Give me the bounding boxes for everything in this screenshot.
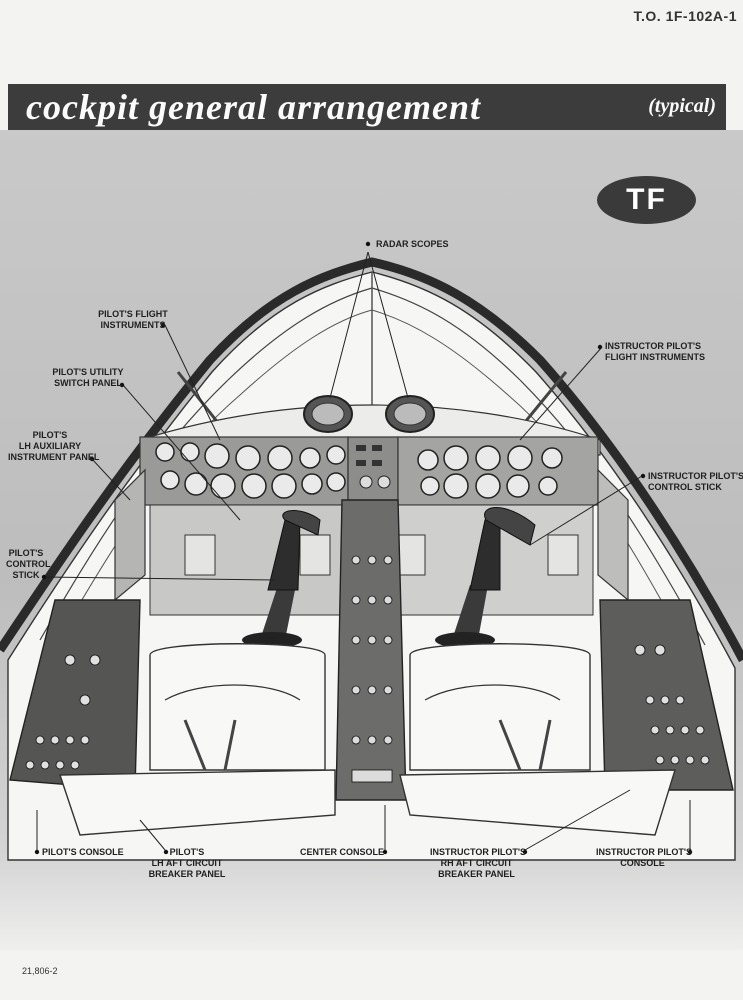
pilot-console-knobs [25,654,101,770]
callout-instructor-rh-aft-cb-panel: INSTRUCTOR PILOT'S RH AFT CIRCUIT BREAKE… [430,847,526,879]
lh-auxiliary-panel [114,468,146,602]
callout-pilots-utility-switch-panel: PILOT'S UTILITY SWITCH PANEL [52,367,124,388]
rh-auxiliary-panel [597,468,629,602]
pilot-pedal-left [184,534,216,576]
variant-badge: TF [597,176,696,224]
center-console-body [335,499,407,801]
figure-number: 21,806-2 [22,966,58,976]
callout-instructor-console: INSTRUCTOR PILOT'S CONSOLE [596,847,692,868]
instructor-control-stick [435,507,536,648]
callout-pilots-console: PILOT'S CONSOLE [42,847,124,857]
pilot-seat [59,643,336,836]
document-number: T.O. 1F-102A-1 [633,8,737,24]
pilot-pedal-right [299,534,331,576]
callout-radar-scopes: RADAR SCOPES [376,239,449,249]
page-title: cockpit general arrangement [26,87,481,127]
callout-instructor-flight-instruments: INSTRUCTOR PILOT'S FLIGHT INSTRUMENTS [605,341,705,362]
radar-scope-left [303,395,353,433]
instructor-console-knobs [634,644,710,765]
instructor-gauges [417,445,563,499]
callout-pilots-lh-aft-cb-panel: PILOT'S LH AFT CIRCUIT BREAKER PANEL [148,847,226,879]
callout-center-console: CENTER CONSOLE [300,847,385,857]
callout-pilots-lh-auxiliary-panel: PILOT'S LH AUXILIARY INSTRUMENT PANEL [8,430,100,462]
page-subtitle: (typical) [648,95,716,117]
radar-scope-right [385,395,435,433]
callout-leader-lines [36,251,691,851]
variant-badge-label: TF [626,183,667,216]
center-console-switches [351,555,393,783]
center-panel-switches [356,445,391,489]
instructor-seat [399,643,676,836]
callout-pilots-flight-instruments: PILOT'S FLIGHT INSTRUMENTS [98,309,168,330]
pilot-control-stick [242,510,321,648]
callout-instructor-control-stick: INSTRUCTOR PILOT'S CONTROL STICK [648,471,743,492]
callout-dots [34,241,693,855]
callout-pilots-control-stick: PILOT'S CONTROL STICK [6,548,51,580]
title-banner: cockpit general arrangement (typical) [8,84,726,130]
instructor-pedal-right [547,534,579,576]
